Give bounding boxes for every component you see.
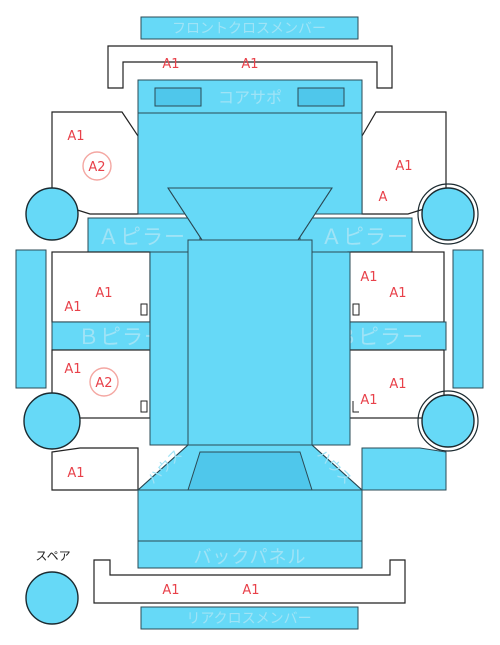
- damage-code: A1: [67, 129, 84, 144]
- radiator-support-label: コアサポ: [218, 88, 282, 107]
- back-panel-label: バックパネル: [193, 547, 306, 568]
- front-left-wheel[interactable]: [25, 187, 79, 241]
- rear-cross-member[interactable]: [140, 606, 359, 630]
- right-rear-door-handle: [352, 401, 359, 413]
- left-rear-quarter[interactable]: [51, 447, 139, 491]
- left-roof-rail[interactable]: [149, 251, 189, 446]
- damage-code: A1: [360, 393, 377, 408]
- damage-code: A2: [95, 376, 112, 391]
- front-right-wheel-ring: [417, 183, 479, 245]
- damage-code: A1: [64, 300, 81, 315]
- damage-code: A: [379, 190, 388, 205]
- damage-code: A1: [162, 583, 179, 598]
- front-cross-member-label: フロントクロスメンバー: [172, 21, 326, 37]
- spare-label: スペア: [35, 549, 70, 563]
- damage-code: A1: [64, 362, 81, 377]
- damage-code: A1: [389, 377, 406, 392]
- damage-code: A1: [67, 466, 84, 481]
- trunk[interactable]: [137, 489, 363, 569]
- damage-code: A1: [242, 583, 259, 598]
- a-pillar-left-label: Ａピラー: [98, 225, 186, 249]
- spare-tire[interactable]: [25, 571, 79, 625]
- a-pillar-right[interactable]: [299, 217, 413, 253]
- left-side-sill[interactable]: [15, 249, 47, 389]
- rear-right-wheel[interactable]: [421, 394, 475, 448]
- rear-cross-member-label: リアクロスメンバー: [186, 611, 311, 627]
- front-bumper-outline[interactable]: [107, 45, 393, 89]
- front-right-wheel[interactable]: [421, 187, 475, 241]
- right-side-sill[interactable]: [452, 249, 484, 389]
- front-cross-member[interactable]: [140, 16, 359, 40]
- damage-code-ring: [89, 367, 119, 397]
- damage-code: A1: [389, 286, 406, 301]
- damage-code: A1: [241, 57, 258, 72]
- damage-code: A1: [162, 57, 179, 72]
- right-roof-rail[interactable]: [311, 251, 351, 446]
- right-front-door[interactable]: [347, 251, 445, 323]
- rear-glass[interactable]: [187, 451, 313, 491]
- a-pillar-right-label: Ａピラー: [321, 225, 409, 249]
- left-rear-door-handle: [140, 400, 148, 413]
- rear-right-wheel-ring: [417, 390, 479, 452]
- headlight-right: [297, 87, 345, 107]
- damage-code: A2: [88, 160, 105, 175]
- headlight-left: [154, 87, 202, 107]
- damage-code: A1: [95, 286, 112, 301]
- right-front-door-handle: [352, 303, 360, 316]
- roof-panel[interactable]: [187, 239, 313, 446]
- rear-bumper-outline[interactable]: [93, 559, 406, 604]
- damage-code: A1: [395, 159, 412, 174]
- damage-code-ring: [82, 151, 112, 181]
- left-front-door-handle: [140, 303, 148, 316]
- right-rear-quarter[interactable]: [361, 447, 447, 491]
- damage-code: A1: [360, 270, 377, 285]
- rear-left-wheel[interactable]: [23, 392, 81, 450]
